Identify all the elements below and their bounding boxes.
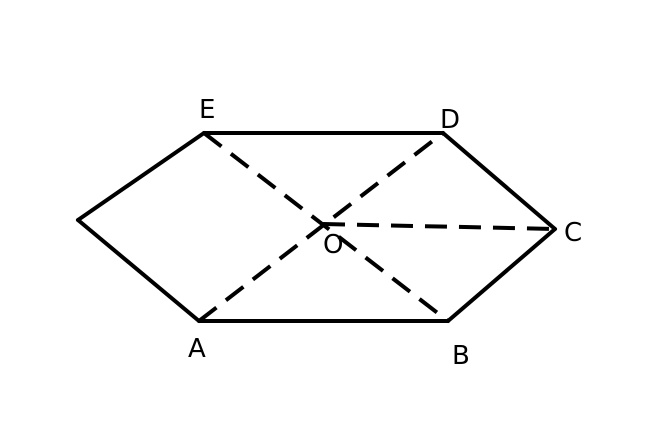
dashed-O-C	[322, 222, 556, 231]
label-B: B	[452, 341, 470, 371]
label-O: O	[323, 230, 343, 260]
edge-A-left-vertex	[76, 218, 201, 323]
label-C: C	[564, 218, 582, 248]
label-D: D	[440, 105, 460, 135]
label-A: A	[188, 334, 206, 364]
dashed-E-B	[202, 131, 450, 323]
edge-left-vertex-E	[76, 131, 206, 222]
edge-C-B	[446, 227, 557, 323]
dashed-A-D	[197, 131, 445, 323]
edge-D-C	[441, 131, 557, 231]
label-E: E	[199, 95, 215, 125]
